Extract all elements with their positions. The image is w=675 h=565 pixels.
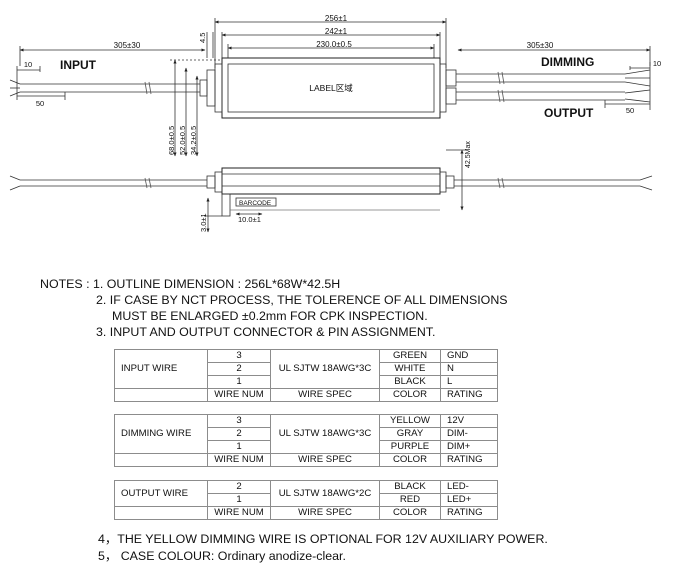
note-line-4: 3. INPUT AND OUTPUT CONNECTOR & PIN ASSI… xyxy=(96,325,436,339)
dimming-wire-table: DIMMING WIRE 3 UL SJTW 18AWG*3C YELLOW 1… xyxy=(114,414,498,467)
dim-cable-in: 305±30 xyxy=(114,41,141,50)
note-line-3: MUST BE ENLARGED ±0.2mm FOR CPK INSPECTI… xyxy=(112,309,428,323)
dim-inner: 242±1 xyxy=(325,27,348,36)
dim-width-2: 52.0±0.5 xyxy=(178,126,187,155)
wire-spec: UL SJTW 18AWG*3C xyxy=(270,349,380,389)
gland-output xyxy=(445,87,457,105)
end-cap-right xyxy=(439,63,447,113)
dim-end-left: 50 xyxy=(36,99,44,108)
output-wire-table: OUTPUT WIRE 2 UL SJTW 18AWG*2C BLACK LED… xyxy=(114,480,498,520)
label-output: OUTPUT xyxy=(544,106,594,120)
dim-body: 230.0±0.5 xyxy=(316,40,352,49)
wire-spec: UL SJTW 18AWG*3C xyxy=(270,414,380,454)
mount-tab-left xyxy=(206,69,216,107)
note-line-5: 4，THE YELLOW DIMMING WIRE IS OPTIONAL FO… xyxy=(98,532,548,546)
outline-drawing: 256±1 242±1 230.0±0.5 305±30 305±30 4.5 … xyxy=(9,14,661,233)
note-line-6: 5， CASE COLOUR: Ordinary anodize-clear. xyxy=(98,549,346,563)
label-dimming: DIMMING xyxy=(541,55,594,69)
dim-base: 3.0±1 xyxy=(199,213,208,232)
barcode-box xyxy=(235,197,277,207)
dim-end-right: 50 xyxy=(626,106,634,115)
notes-block: NOTES : 1. OUTLINE DIMENSION : 256L*68W*… xyxy=(40,276,508,340)
gland-input xyxy=(199,79,208,97)
barcode-label: BARCODE xyxy=(239,200,272,207)
end-cap-side-right xyxy=(439,171,447,193)
note-line-2: 2. IF CASE BY NCT PROCESS, THE TOLERENCE… xyxy=(96,293,508,307)
end-cap-left xyxy=(214,63,223,113)
table-name: INPUT WIRE xyxy=(114,349,208,389)
label-input: INPUT xyxy=(60,58,97,72)
input-wire-table: INPUT WIRE 3 UL SJTW 18AWG*3C GREEN GND … xyxy=(114,349,498,402)
dim-height: 42.5Max xyxy=(465,141,472,168)
dim-cable-out: 305±30 xyxy=(527,41,554,50)
label-area: LABEL区域 xyxy=(309,83,353,93)
end-cap-side-left xyxy=(214,171,223,193)
table-name: OUTPUT WIRE xyxy=(114,480,208,507)
wire-spec: UL SJTW 18AWG*2C xyxy=(270,480,380,507)
dim-tab: 4.5 xyxy=(198,33,207,43)
dim-width-1: 68.0±0.5 xyxy=(167,126,176,155)
table-name: DIMMING WIRE xyxy=(114,414,208,454)
gland-dimming xyxy=(445,69,457,87)
dim-strip-left: 10 xyxy=(24,60,32,69)
label-frame xyxy=(227,63,435,113)
dim-strip-right: 10 xyxy=(653,59,661,68)
dim-width-3: 34.2±0.5 xyxy=(189,126,198,155)
dim-barcode: 10.0±1 xyxy=(238,215,261,224)
case-body-side xyxy=(221,167,441,195)
dim-overall: 256±1 xyxy=(325,14,348,23)
note-line-1: NOTES : 1. OUTLINE DIMENSION : 256L*68W*… xyxy=(40,277,341,291)
